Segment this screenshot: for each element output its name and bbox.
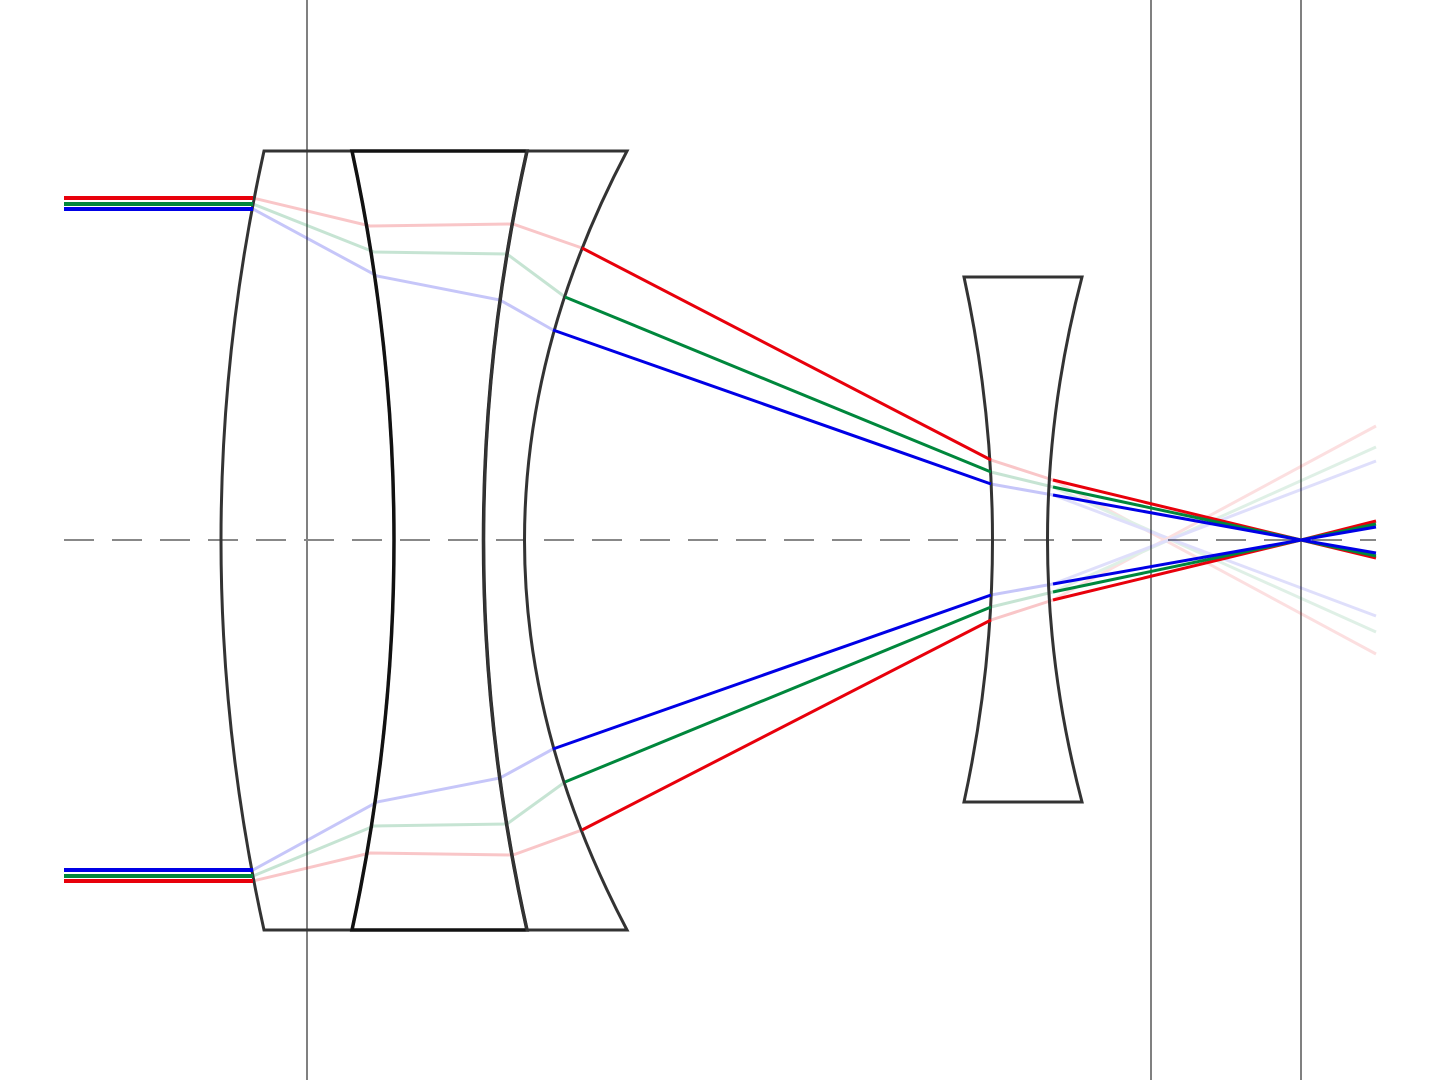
blue-ray-bottom-rear-internal <box>990 582 1054 597</box>
red-ray-top-rear-internal <box>990 458 1054 482</box>
converging-rays <box>552 246 1377 832</box>
red-ray-bottom-rear-internal <box>990 598 1054 622</box>
negative-meniscus-element <box>482 149 630 932</box>
blue-ray-top-internal <box>252 207 554 332</box>
lens-elements <box>219 149 1084 932</box>
incoming-rays <box>64 196 253 883</box>
green-ray-bottom-rear-internal <box>990 590 1054 609</box>
green-ray-top-rear-internal <box>990 470 1054 489</box>
green-ray-bottom <box>564 605 992 784</box>
green-ray-top-internal <box>252 202 566 299</box>
blue-ray-top <box>552 328 992 486</box>
red-ray-bottom-internal <box>252 828 583 883</box>
red-ray-top-internal <box>252 196 583 250</box>
red-ray-top-extension <box>1052 478 1377 656</box>
blue-ray-top-focus <box>1052 493 1377 555</box>
blue-ray-bottom-focus <box>1052 525 1377 586</box>
blue-ray-bottom-internal <box>252 747 554 872</box>
red-ray-top <box>581 246 992 462</box>
green-ray-bottom-internal <box>252 780 566 878</box>
faint-ray-segments <box>252 196 1054 883</box>
blue-ray-top-rear-internal <box>990 482 1054 497</box>
green-ray-top <box>564 295 992 474</box>
blue-ray-bottom <box>552 593 992 751</box>
red-ray-bottom <box>581 618 992 832</box>
rear-biconcave-element <box>962 275 1084 804</box>
faint-ray-extensions <box>1052 424 1377 656</box>
red-ray-bottom-extension <box>1052 424 1377 602</box>
